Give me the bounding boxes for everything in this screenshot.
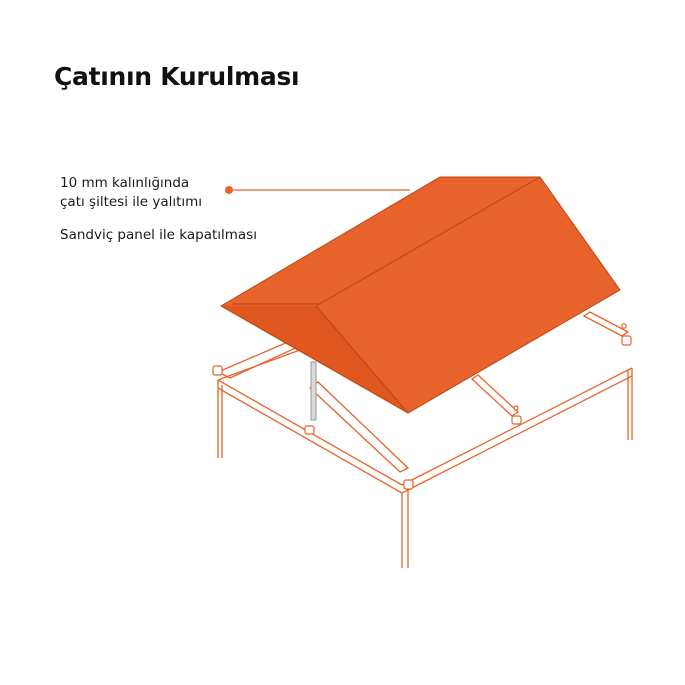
callout-insulation-line1: 10 mm kalınlığında	[60, 175, 190, 191]
callout-sandwich-panel: Sandviç panel ile kapatılması	[60, 226, 257, 245]
rafter-front-right	[582, 311, 630, 337]
roof-right-slope	[316, 177, 620, 413]
bolt-fitting	[304, 425, 315, 435]
callout-insulation: 10 mm kalınlığında çatı şiltesi ile yalı…	[60, 174, 202, 212]
roof-left-slope	[221, 177, 540, 306]
roof-panel	[220, 176, 621, 414]
callout-leader	[225, 186, 410, 194]
rafter-front-middle	[470, 374, 520, 417]
callout-dot	[225, 186, 233, 194]
page-title: Çatının Kurulması	[54, 62, 300, 91]
bolt-fittings	[212, 323, 632, 490]
center-post	[310, 361, 317, 421]
bolt-fitting	[212, 365, 223, 376]
callout-insulation-line2: çatı şiltesi ile yalıtımı	[60, 194, 203, 210]
bolt-fitting	[403, 479, 414, 490]
bolt-fitting	[621, 335, 632, 346]
bolt-fitting	[511, 415, 522, 425]
callout-sandwich-panel-text: Sandviç panel ile kapatılması	[60, 227, 257, 243]
rafter-rear-left	[216, 341, 302, 379]
